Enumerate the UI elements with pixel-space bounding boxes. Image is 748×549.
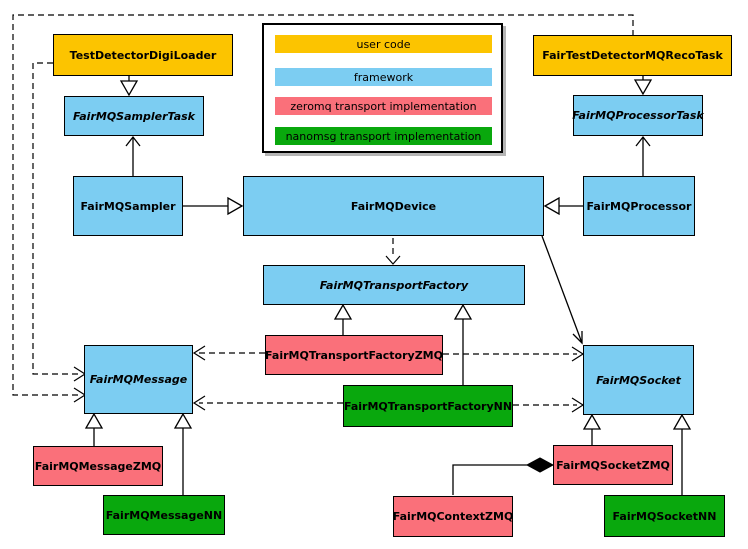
triangle-device-left — [227, 196, 244, 216]
class-box-fairmq-sampler: FairMQSampler — [73, 176, 183, 236]
solid-edge-lines — [93, 76, 683, 495]
edge-device-socket — [541, 235, 583, 344]
arrowhead-processor-processortask — [635, 135, 651, 147]
class-box-fairmq-transport-factory: FairMQTransportFactory — [263, 265, 525, 305]
triangle-processortask — [633, 79, 653, 96]
class-box-test-detector-digi-loader: TestDetectorDigiLoader — [53, 34, 233, 76]
legend-item-user-code: user code — [275, 35, 492, 53]
legend-item-framework: framework — [275, 68, 492, 86]
dashed-edge-lines — [12, 14, 634, 406]
triangle-factory-zmq — [333, 303, 353, 320]
class-box-fairmq-sampler-task: FairMQSamplerTask — [64, 96, 204, 136]
class-box-fairmq-device: FairMQDevice — [243, 176, 544, 236]
composition-diamond — [525, 457, 555, 473]
arrowhead-factoryzmq-message — [192, 345, 206, 361]
triangle-socket-nn — [672, 413, 692, 430]
class-box-fairmq-processor: FairMQProcessor — [583, 176, 695, 236]
triangle-message-nn — [173, 412, 193, 429]
class-box-fairmq-context-zmq: FairMQContextZMQ — [393, 496, 513, 537]
class-box-fairmq-message-zmq: FairMQMessageZMQ — [33, 446, 163, 486]
triangle-factory-nn — [453, 303, 473, 320]
class-box-fairmq-message-nn: FairMQMessageNN — [103, 495, 225, 535]
edge-recotask-message — [12, 14, 634, 396]
triangle-socket-zmq — [582, 413, 602, 430]
triangle-samplertask — [119, 80, 139, 97]
class-box-fairmq-transport-factory-nn: FairMQTransportFactoryNN — [343, 385, 513, 427]
arrowhead-factorynn-message — [192, 395, 206, 411]
triangle-message-zmq — [84, 412, 104, 429]
arrowhead-device-socket — [572, 331, 583, 345]
edge-socketzmq-contextzmq — [452, 464, 527, 495]
legend-item-nanomsg: nanomsg transport implementation — [275, 127, 492, 145]
legend: user code framework zeromq transport imp… — [262, 23, 503, 153]
class-box-fairmq-socket-nn: FairMQSocketNN — [604, 495, 725, 537]
legend-item-zeromq: zeromq transport implementation — [275, 97, 492, 115]
triangle-device-right — [543, 196, 560, 216]
class-box-fairmq-message: FairMQMessage — [84, 345, 193, 414]
inheritance-triangles — [84, 79, 692, 430]
class-box-fairmq-socket: FairMQSocket — [583, 345, 694, 415]
open-arrowheads — [125, 135, 651, 345]
arrowhead-device-factory — [385, 255, 401, 265]
edge-digiloader-message — [32, 62, 80, 375]
class-box-fairmq-transport-factory-zmq: FairMQTransportFactoryZMQ — [265, 335, 443, 375]
class-box-fair-test-detector-mq-reco-task: FairTestDetectorMQRecoTask — [533, 35, 732, 76]
arrowhead-sampler-samplertask — [125, 135, 141, 147]
class-box-fairmq-processor-task: FairMQProcessorTask — [572, 95, 704, 136]
class-box-fairmq-socket-zmq: FairMQSocketZMQ — [553, 445, 673, 485]
